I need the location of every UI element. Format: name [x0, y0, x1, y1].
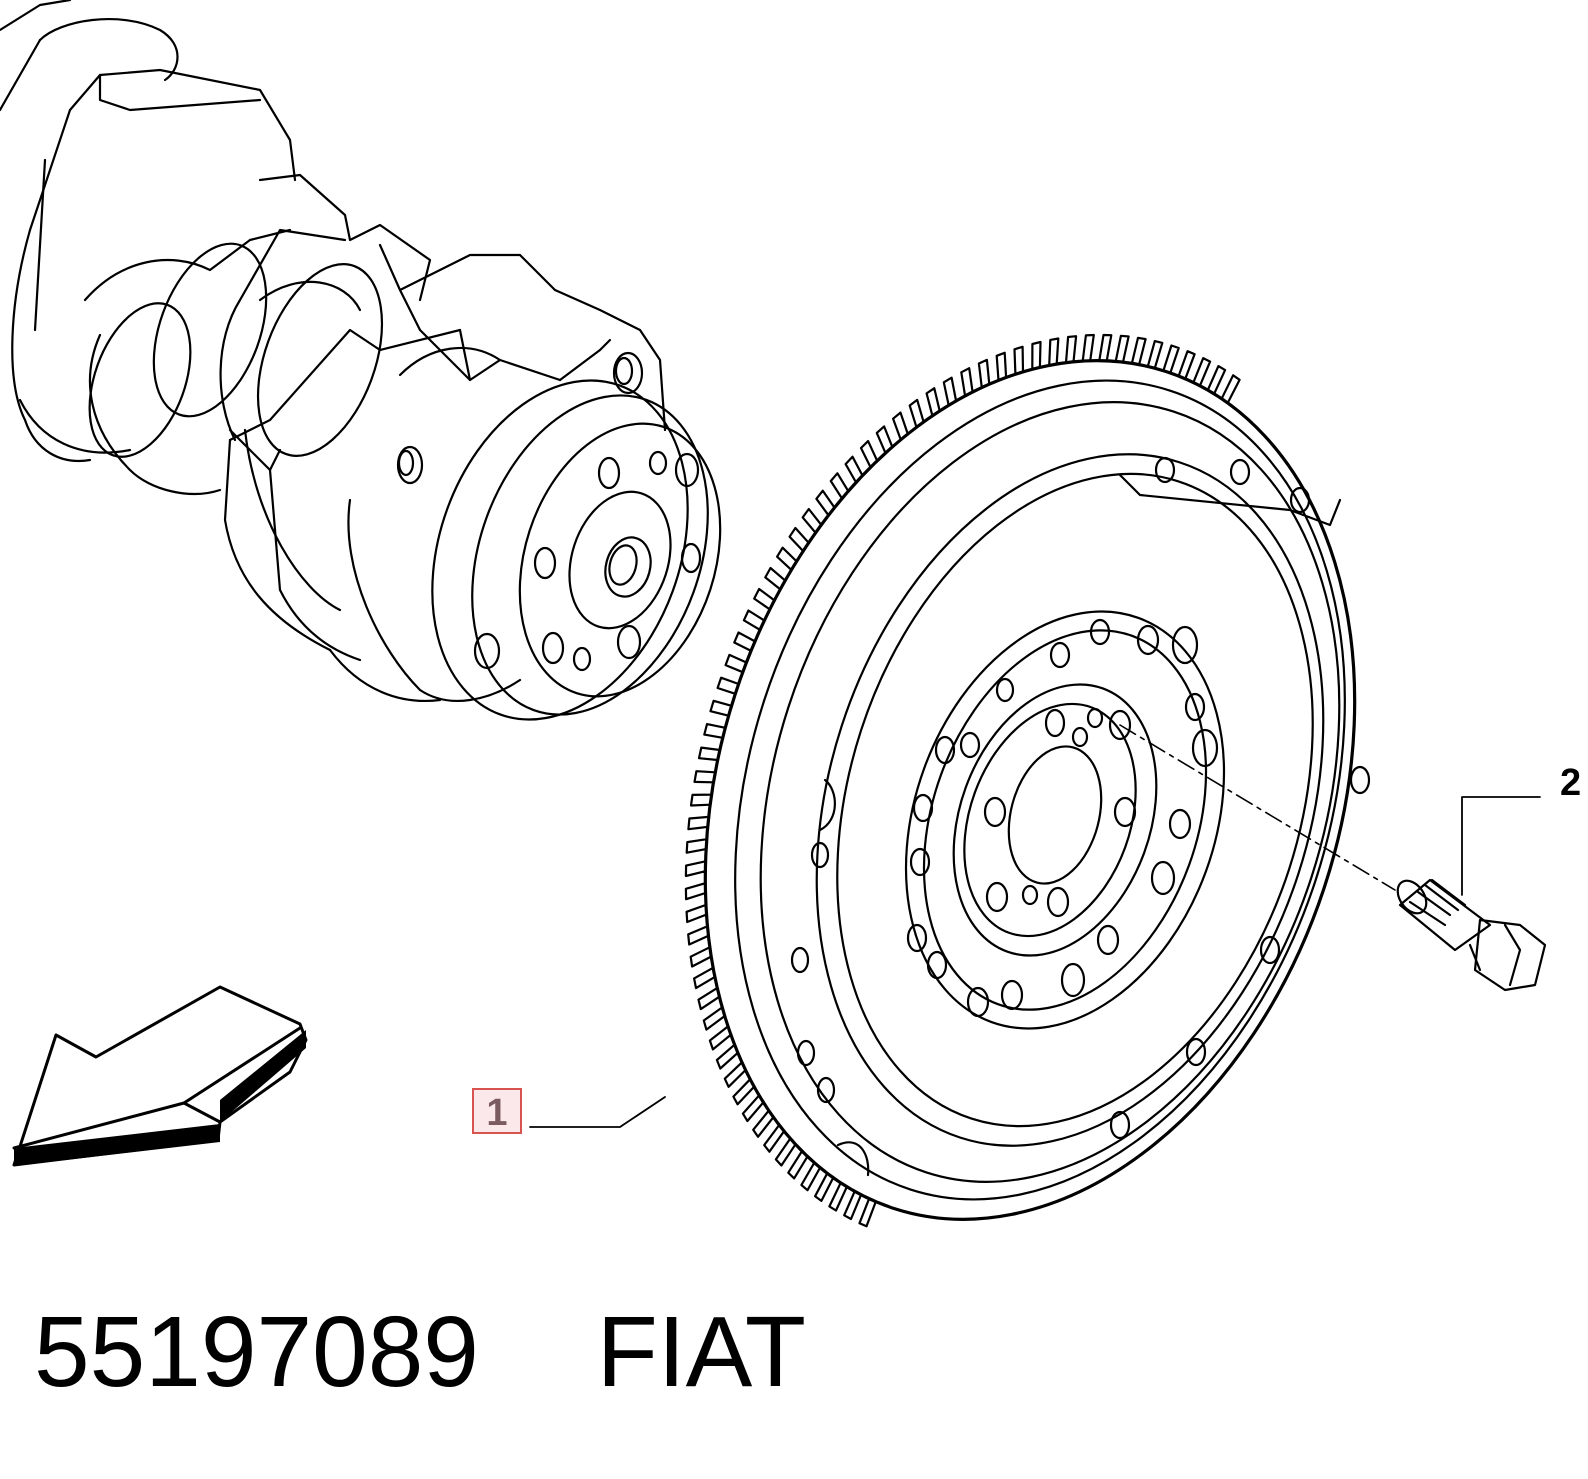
- callout-1-label[interactable]: 1: [472, 1088, 522, 1134]
- callout-1-leader: [529, 1096, 666, 1128]
- part-brand: FIAT: [596, 1296, 806, 1408]
- bolt-axis-line: [1119, 724, 1396, 891]
- callout-2-label[interactable]: 2: [1560, 762, 1582, 804]
- flywheel-drawing: [684, 333, 1371, 1228]
- front-direction-arrow-icon: [12, 985, 308, 1167]
- gear-tooth-profile: [684, 333, 1241, 1228]
- bolt-drawing: [1396, 878, 1547, 992]
- part-number: 55197089: [34, 1296, 479, 1408]
- part-caption: 55197089 FIAT: [34, 1295, 806, 1410]
- ring-gear-teeth: [684, 333, 1241, 1228]
- crankshaft-drawing: [0, 0, 722, 721]
- callout-2-leader: [1461, 796, 1541, 896]
